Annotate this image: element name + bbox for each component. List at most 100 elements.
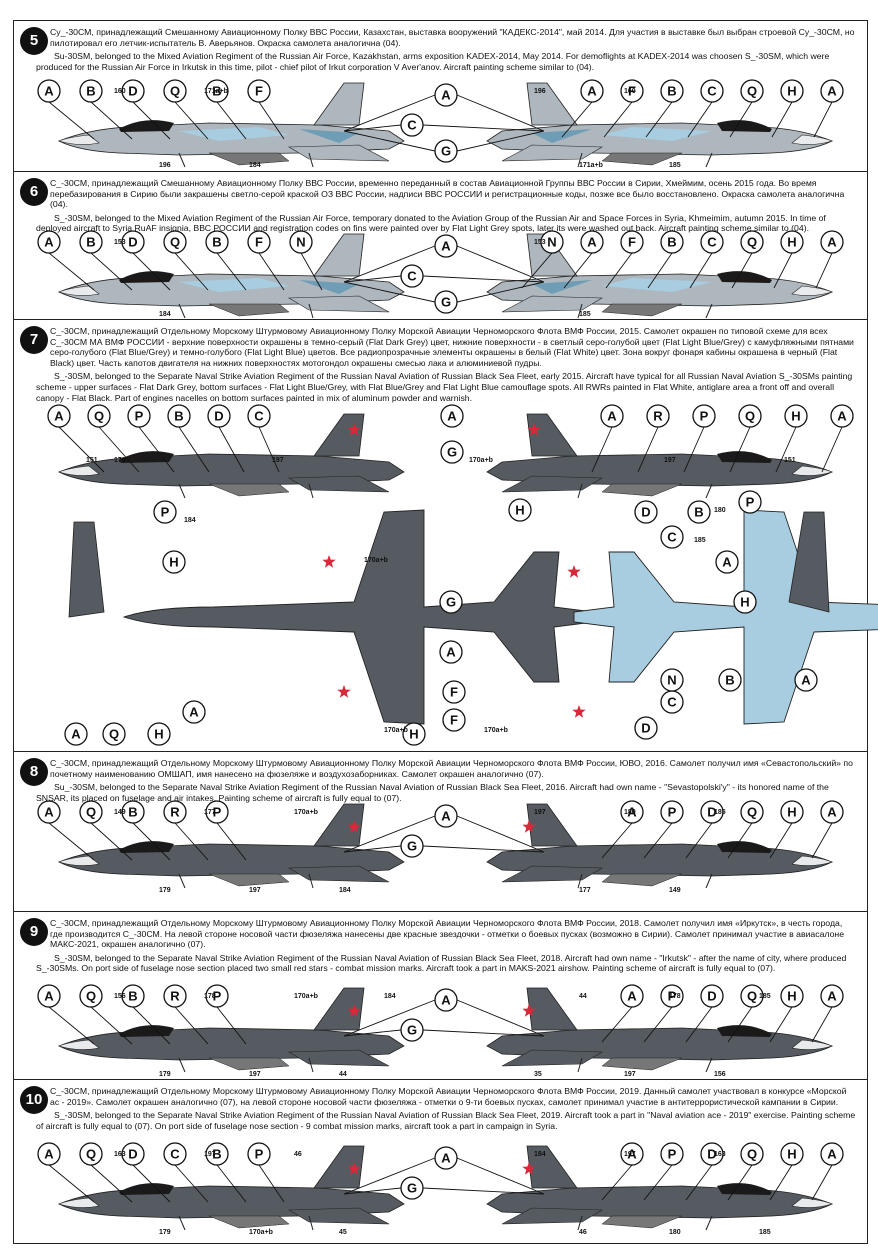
decal-number: 179 bbox=[159, 887, 171, 894]
callout-H: H bbox=[733, 590, 757, 614]
callout-A: A bbox=[37, 79, 61, 103]
decal-number: 184 bbox=[249, 162, 261, 169]
decal-number: 156 bbox=[114, 993, 126, 1000]
svg-text:B: B bbox=[212, 84, 221, 99]
red-star-icon bbox=[567, 565, 581, 578]
svg-text:A: A bbox=[627, 1147, 637, 1162]
svg-text:P: P bbox=[213, 805, 222, 820]
callout-B: B bbox=[79, 230, 103, 254]
svg-text:G: G bbox=[407, 1181, 417, 1196]
svg-text:A: A bbox=[44, 235, 54, 250]
svg-text:A: A bbox=[189, 705, 199, 720]
svg-text:C: C bbox=[707, 84, 717, 99]
decal-number: 170a+b bbox=[469, 457, 493, 464]
callout-H: H bbox=[780, 79, 804, 103]
callout-Q: Q bbox=[738, 404, 762, 428]
decal-number: 185 bbox=[759, 993, 771, 1000]
svg-text:N: N bbox=[667, 673, 676, 688]
callout-A: A bbox=[600, 404, 624, 428]
decal-number: 179 bbox=[159, 1229, 171, 1236]
svg-text:P: P bbox=[668, 989, 677, 1004]
callout-H: H bbox=[780, 230, 804, 254]
svg-text:D: D bbox=[641, 505, 650, 520]
svg-text:D: D bbox=[707, 989, 716, 1004]
callout-A: A bbox=[440, 404, 464, 428]
decal-number: 185 bbox=[579, 311, 591, 318]
description-english: S_-30SM, belonged to the Separate Naval … bbox=[36, 1110, 856, 1131]
svg-text:A: A bbox=[827, 805, 837, 820]
svg-text:A: A bbox=[587, 235, 597, 250]
svg-text:D: D bbox=[128, 235, 137, 250]
svg-text:H: H bbox=[740, 595, 749, 610]
svg-text:C: C bbox=[407, 269, 417, 284]
svg-text:P: P bbox=[668, 805, 677, 820]
callout-H: H bbox=[402, 722, 426, 746]
callout-A: A bbox=[37, 984, 61, 1008]
decal-number: 179 bbox=[159, 1071, 171, 1078]
svg-text:P: P bbox=[135, 409, 144, 424]
decal-number: 184 bbox=[339, 887, 351, 894]
callout-A: A bbox=[794, 668, 818, 692]
svg-text:A: A bbox=[44, 1147, 54, 1162]
callout-Q: Q bbox=[79, 984, 103, 1008]
callout-C: C bbox=[700, 230, 724, 254]
callout-C: C bbox=[400, 113, 424, 137]
svg-text:H: H bbox=[787, 989, 796, 1004]
red-star-icon bbox=[527, 423, 541, 436]
red-star-icon bbox=[522, 1162, 536, 1175]
fin-view-left bbox=[68, 521, 105, 618]
decal-number: 196 bbox=[159, 162, 171, 169]
callout-A: A bbox=[37, 1142, 61, 1166]
callout-C: C bbox=[163, 1142, 187, 1166]
callout-G: G bbox=[440, 440, 464, 464]
svg-text:G: G bbox=[447, 445, 457, 460]
svg-text:A: A bbox=[441, 993, 451, 1008]
decal-number: 178 bbox=[669, 993, 681, 1000]
decal-number: 170a+b bbox=[294, 993, 318, 1000]
callout-F: F bbox=[247, 79, 271, 103]
red-star-icon bbox=[347, 820, 361, 833]
svg-text:B: B bbox=[212, 235, 221, 250]
callout-Q: Q bbox=[740, 79, 764, 103]
callout-B: B bbox=[167, 404, 191, 428]
svg-text:H: H bbox=[791, 409, 800, 424]
callout-Q: Q bbox=[740, 1142, 764, 1166]
svg-text:A: A bbox=[54, 409, 64, 424]
callout-N: N bbox=[289, 230, 313, 254]
svg-text:Q: Q bbox=[170, 235, 180, 250]
aircraft-top-view bbox=[122, 509, 595, 725]
decal-number: 180 bbox=[624, 809, 636, 816]
aircraft-side-profile bbox=[486, 803, 833, 889]
callout-H: H bbox=[780, 800, 804, 824]
description-english: S_-30SM, belonged to the Separate Naval … bbox=[36, 952, 847, 974]
svg-text:A: A bbox=[827, 989, 837, 1004]
callout-G: G bbox=[400, 834, 424, 858]
callout-R: R bbox=[163, 800, 187, 824]
callout-Q: Q bbox=[740, 230, 764, 254]
decal-number: 170a+b bbox=[484, 727, 508, 734]
decal-number: 44 bbox=[579, 993, 587, 1000]
svg-text:H: H bbox=[515, 503, 524, 518]
decal-number: 170a+b bbox=[364, 557, 388, 564]
description-russian: Су_-30СМ, принадлежащий Смешанному Авиац… bbox=[50, 27, 855, 48]
callout-A: A bbox=[434, 1146, 458, 1170]
callout-B: B bbox=[660, 79, 684, 103]
callout-A: A bbox=[830, 404, 854, 428]
svg-text:A: A bbox=[44, 84, 54, 99]
scheme-number-badge: 7 bbox=[20, 326, 48, 354]
svg-text:Q: Q bbox=[747, 84, 757, 99]
callout-B: B bbox=[205, 79, 229, 103]
decal-number: 151 bbox=[784, 457, 796, 464]
aircraft-side-profile bbox=[486, 82, 833, 168]
callout-Q: Q bbox=[163, 79, 187, 103]
svg-text:Q: Q bbox=[86, 805, 96, 820]
callout-P: P bbox=[127, 404, 151, 428]
svg-text:H: H bbox=[787, 805, 796, 820]
decal-number: 163 bbox=[714, 1151, 726, 1158]
callout-C: C bbox=[247, 404, 271, 428]
